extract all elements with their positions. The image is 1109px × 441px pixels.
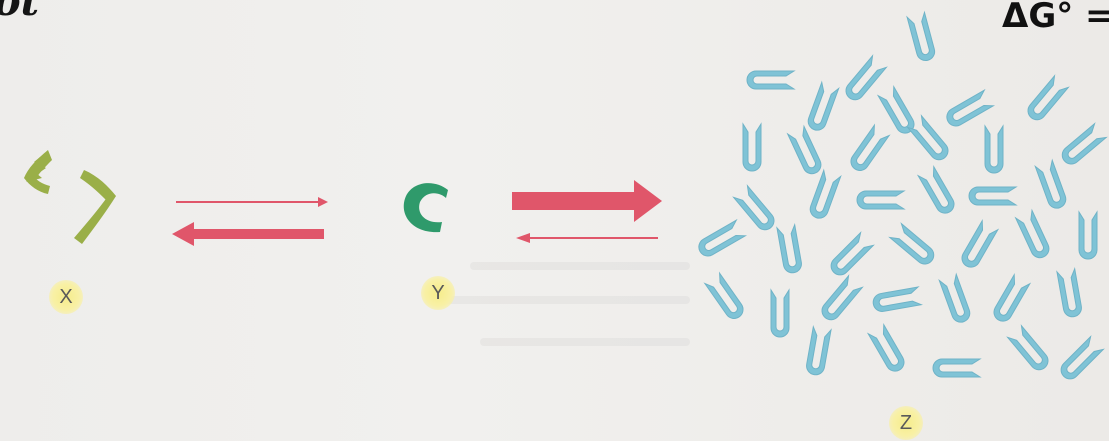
y-molecule: [404, 183, 448, 232]
label-z: Z: [889, 406, 923, 440]
equilibrium-arrows-yz: [512, 180, 662, 243]
z-aggregate: [696, 12, 1107, 382]
equilibrium-arrows-xy: [172, 197, 328, 246]
x-fragment-lower-arm: [74, 196, 116, 244]
label-x: X: [49, 280, 83, 314]
x-fragments: [24, 150, 116, 244]
label-y: Y: [421, 276, 455, 310]
